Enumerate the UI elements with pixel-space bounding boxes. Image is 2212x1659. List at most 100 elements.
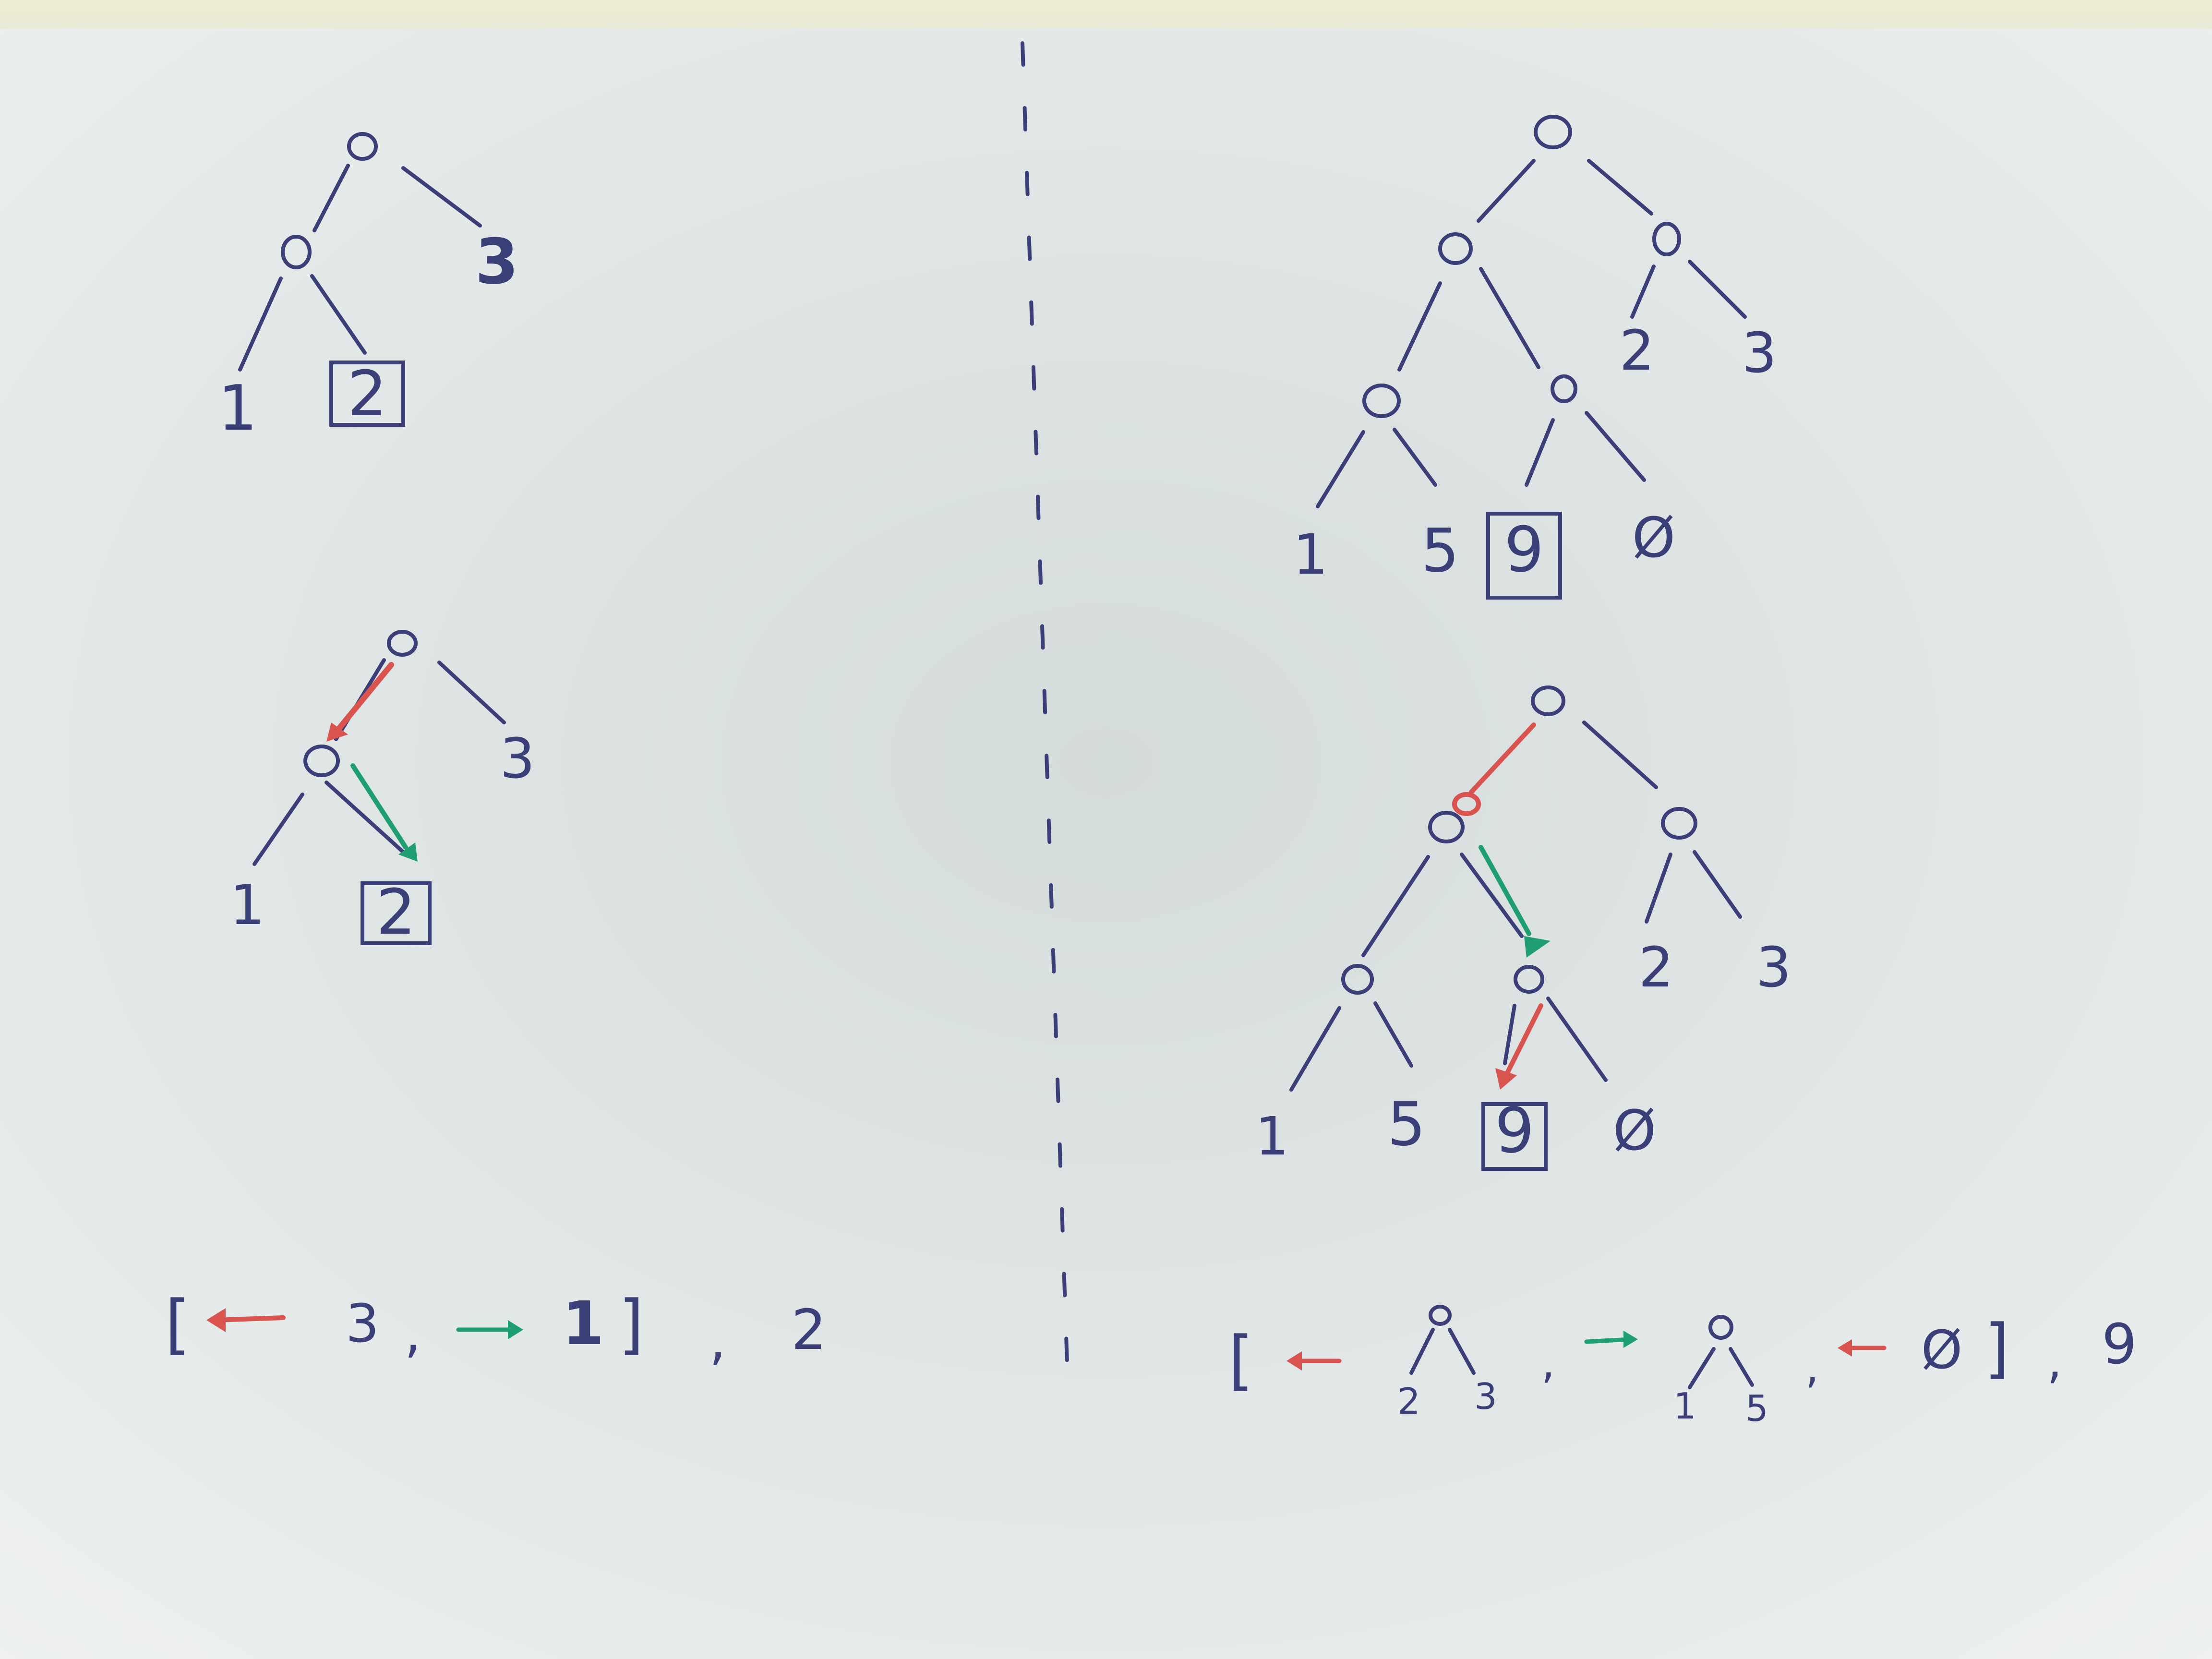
right-result-mini2-leaf-b: 5 xyxy=(1745,1387,1768,1430)
right-tree1-edge xyxy=(1477,159,1536,223)
right-tree1-edge xyxy=(1587,159,1653,216)
right-tree1-edge xyxy=(1397,281,1442,372)
left-result-sep-1: , xyxy=(405,1302,421,1364)
right-result-open-bracket: [ xyxy=(1228,1322,1254,1398)
panel-divider xyxy=(1021,41,1070,1394)
right-tree2-edge xyxy=(1361,855,1430,957)
right-tree2-root-node xyxy=(1531,685,1565,716)
left-tree1-edge xyxy=(310,274,367,355)
right-tree2-edge xyxy=(1645,853,1672,924)
right-result-item-3: Ø xyxy=(1921,1319,1963,1381)
left-result-item-1: 3 xyxy=(346,1293,379,1354)
right-tree1-target-box xyxy=(1486,512,1562,600)
right-tree1-edge xyxy=(1393,428,1437,487)
left-tree1-leaf-3: 3 xyxy=(475,225,518,298)
right-result-close-bracket: ] xyxy=(1984,1310,2010,1386)
right-tree2-leaf-empty: Ø xyxy=(1613,1099,1657,1163)
left-green-arrowhead xyxy=(398,842,418,862)
right-tree1-edge xyxy=(1630,264,1656,319)
left-tree2-edge xyxy=(252,793,304,866)
left-result-red-arrowhead xyxy=(206,1308,226,1332)
left-tree1-target-box xyxy=(329,361,405,427)
right-result-sep-2: , xyxy=(1805,1343,1819,1393)
left-tree2-leaf-1: 1 xyxy=(229,873,264,938)
right-tree2-leaf-9: 9 xyxy=(1495,1094,1535,1167)
right-tree2-edge xyxy=(1693,850,1742,919)
right-tree2-leaf-2: 2 xyxy=(1638,936,1673,1000)
right-tree1-root-node xyxy=(1534,115,1572,149)
right-result-green-arrowhead xyxy=(1623,1331,1638,1348)
right-tree1-leaf-5: 5 xyxy=(1421,516,1459,586)
left-tree2-target-box xyxy=(361,881,432,945)
left-tree2-inner-node xyxy=(303,745,340,777)
left-tree1-edge xyxy=(238,276,283,372)
right-result-sep-3: , xyxy=(2047,1333,2062,1389)
right-tree2-node-ll xyxy=(1341,964,1374,995)
left-result-red-arrow xyxy=(214,1315,286,1322)
right-result-sep-1: , xyxy=(1541,1338,1555,1388)
right-tree2-node-lr xyxy=(1514,965,1544,994)
right-tree1-leaf-2: 2 xyxy=(1619,319,1654,383)
left-tree2-leaf-2: 2 xyxy=(376,876,416,949)
left-tree1-inner-node xyxy=(281,235,312,269)
right-result-green-arrow xyxy=(1584,1337,1632,1344)
right-red-arrow-2 xyxy=(1505,1003,1543,1075)
left-red-arrowhead xyxy=(326,722,348,742)
right-tree2-edge xyxy=(1503,1004,1516,1065)
right-tree2-target-box xyxy=(1481,1102,1548,1171)
right-tree2-edge xyxy=(1289,1006,1341,1092)
left-tree2-edge xyxy=(437,661,506,724)
left-tree-path xyxy=(252,630,506,945)
right-result-target: 9 xyxy=(2102,1312,2137,1377)
left-tree2-root-node xyxy=(387,630,418,657)
right-red-arrow-1 xyxy=(1469,722,1536,794)
right-tree2-leaf-3: 3 xyxy=(1756,936,1791,1000)
right-tree1-leaf-3: 3 xyxy=(1742,321,1777,385)
right-tree2-edge xyxy=(1373,1001,1413,1068)
left-tree2-edge xyxy=(325,781,405,854)
right-tree1-leaf-9: 9 xyxy=(1504,513,1544,586)
left-tree1-leaf-1: 1 xyxy=(218,372,258,445)
right-tree1-edge xyxy=(1316,430,1365,508)
right-tree1-leaf-empty: Ø xyxy=(1632,506,1676,570)
right-result-mini1-leaf-a: 2 xyxy=(1397,1380,1420,1422)
right-tree1-edge xyxy=(1585,411,1646,482)
right-tree1-right-node xyxy=(1652,222,1681,256)
left-result-item-2: 1 xyxy=(563,1289,604,1358)
right-tree1-leaf-1: 1 xyxy=(1293,523,1328,587)
right-tree1-edge xyxy=(1688,260,1747,319)
right-red-arrowhead-1 xyxy=(1452,792,1481,816)
right-tree2-left-node xyxy=(1428,811,1465,843)
right-green-arrowhead xyxy=(1524,936,1551,958)
left-result-close-bracket: ] xyxy=(619,1286,644,1362)
right-result-mini1-leaf-b: 3 xyxy=(1474,1375,1497,1418)
right-tree1-edge xyxy=(1525,418,1555,487)
right-tree1-left-node xyxy=(1438,232,1473,265)
right-tree2-edge xyxy=(1582,721,1658,789)
right-tree1-node-lr xyxy=(1551,374,1577,403)
left-result-target: 2 xyxy=(791,1298,826,1362)
right-tree2-leaf-1: 1 xyxy=(1255,1106,1289,1167)
right-result-mini2-leaf-a: 1 xyxy=(1673,1385,1696,1427)
left-tree1-edge xyxy=(401,166,482,228)
paper-surface xyxy=(0,29,2212,1659)
right-result-red-arrowhead-2 xyxy=(1838,1339,1852,1357)
left-result-sep-2: , xyxy=(709,1310,726,1371)
right-tree2-leaf-5: 5 xyxy=(1387,1090,1426,1159)
right-tree1-node-ll xyxy=(1362,384,1401,418)
left-red-arrow xyxy=(333,662,394,735)
right-green-arrow xyxy=(1479,845,1531,936)
right-red-arrowhead-2 xyxy=(1495,1068,1517,1090)
left-tree2-leaf-3: 3 xyxy=(500,727,535,791)
left-green-arrow xyxy=(350,763,408,850)
right-tree-plain xyxy=(1316,115,1747,600)
right-tree2-right-node xyxy=(1661,807,1697,840)
left-tree1-edge xyxy=(313,164,350,232)
left-tree-plain xyxy=(238,132,482,427)
right-result-mini-tree-1 xyxy=(1409,1305,1476,1375)
left-result-green-arrowhead xyxy=(508,1320,523,1339)
right-tree2-edge xyxy=(1546,997,1608,1082)
left-result-open-bracket: [ xyxy=(165,1286,191,1362)
